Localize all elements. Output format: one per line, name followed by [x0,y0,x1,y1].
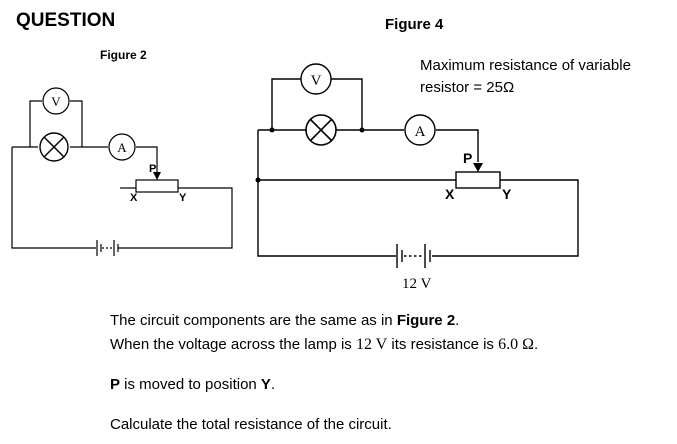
fig4-slider-label: P [463,150,472,166]
q2-voltage: 12 V [355,336,388,353]
q1-text: The circuit components are the same as i… [110,312,397,329]
fig2-wire-bottom-right [118,187,233,249]
fig2-end-x-label: X [130,192,138,204]
fig2-voltmeter-symbol [42,87,70,115]
fig4-ammeter-label: A [415,124,426,140]
fig4-junction-left [255,177,261,183]
q2-resistance: 6.0 Ω [498,336,534,353]
figure-2-title: Figure 2 [100,48,147,62]
fig2-lamp-cross-2 [43,136,65,158]
question-line-3: P is moved to position Y. [110,376,275,393]
fig4-voltmeter-label: V [311,73,322,89]
supply-voltage-label: 12 V [402,276,432,292]
fig2-voltmeter-label: V [51,94,61,109]
fig2-slider-label: P [149,163,156,175]
q1-figure-ref: Figure 2 [396,312,456,329]
q3-mid: is moved to position [120,376,261,393]
fig2-wire-ammeter-slider [136,146,158,172]
q2-end: . [534,336,539,353]
fig2-slider-arrow [153,172,161,180]
fig4-voltmeter-symbol [300,63,332,95]
max-resistance-note-line1: Maximum resistance of variable [420,57,631,74]
max-resistance-note-line2: resistor = 25Ω [420,79,515,96]
fig4-wire-voltmeter-right [330,78,363,130]
q3-p: P [110,376,121,393]
fig2-wire-voltmeter-right [70,100,83,147]
q3-end: . [270,376,276,393]
fig4-rheostat-symbol [455,171,501,189]
fig4-end-x-label: X [445,186,455,202]
fig2-wire-outer [11,147,96,249]
q1-end: . [455,312,460,329]
fig4-wire-voltmeter-left [271,78,302,130]
question-line-1: The circuit components are the same as i… [110,312,459,329]
question-heading: QUESTION [16,10,116,31]
fig2-ammeter-symbol [108,133,136,161]
fig4-wire-ammeter-slider [436,129,479,162]
fig2-wire-voltmeter [29,100,42,147]
figure-4-title: Figure 4 [385,16,444,33]
fig4-slider-arrow [473,163,483,172]
fig4-junction-right [359,127,365,133]
fig4-junction-top [269,127,275,133]
fig4-wire-bottom-right [432,179,579,257]
fig4-ammeter-symbol [404,114,436,146]
fig2-end-y-label: Y [179,192,187,204]
question-line-2: When the voltage across the lamp is 12 V… [110,336,538,354]
q2-mid: its resistance is [387,336,499,353]
fig4-end-y-label: Y [502,186,512,202]
question-line-4: Calculate the total resistance of the ci… [110,416,392,433]
q2-text: When the voltage across the lamp is [110,336,356,353]
fig4-wire-left [257,130,396,257]
fig2-ammeter-label: A [117,140,127,155]
fig4-lamp-cross-2 [309,118,333,142]
q3-y: Y [260,376,271,393]
